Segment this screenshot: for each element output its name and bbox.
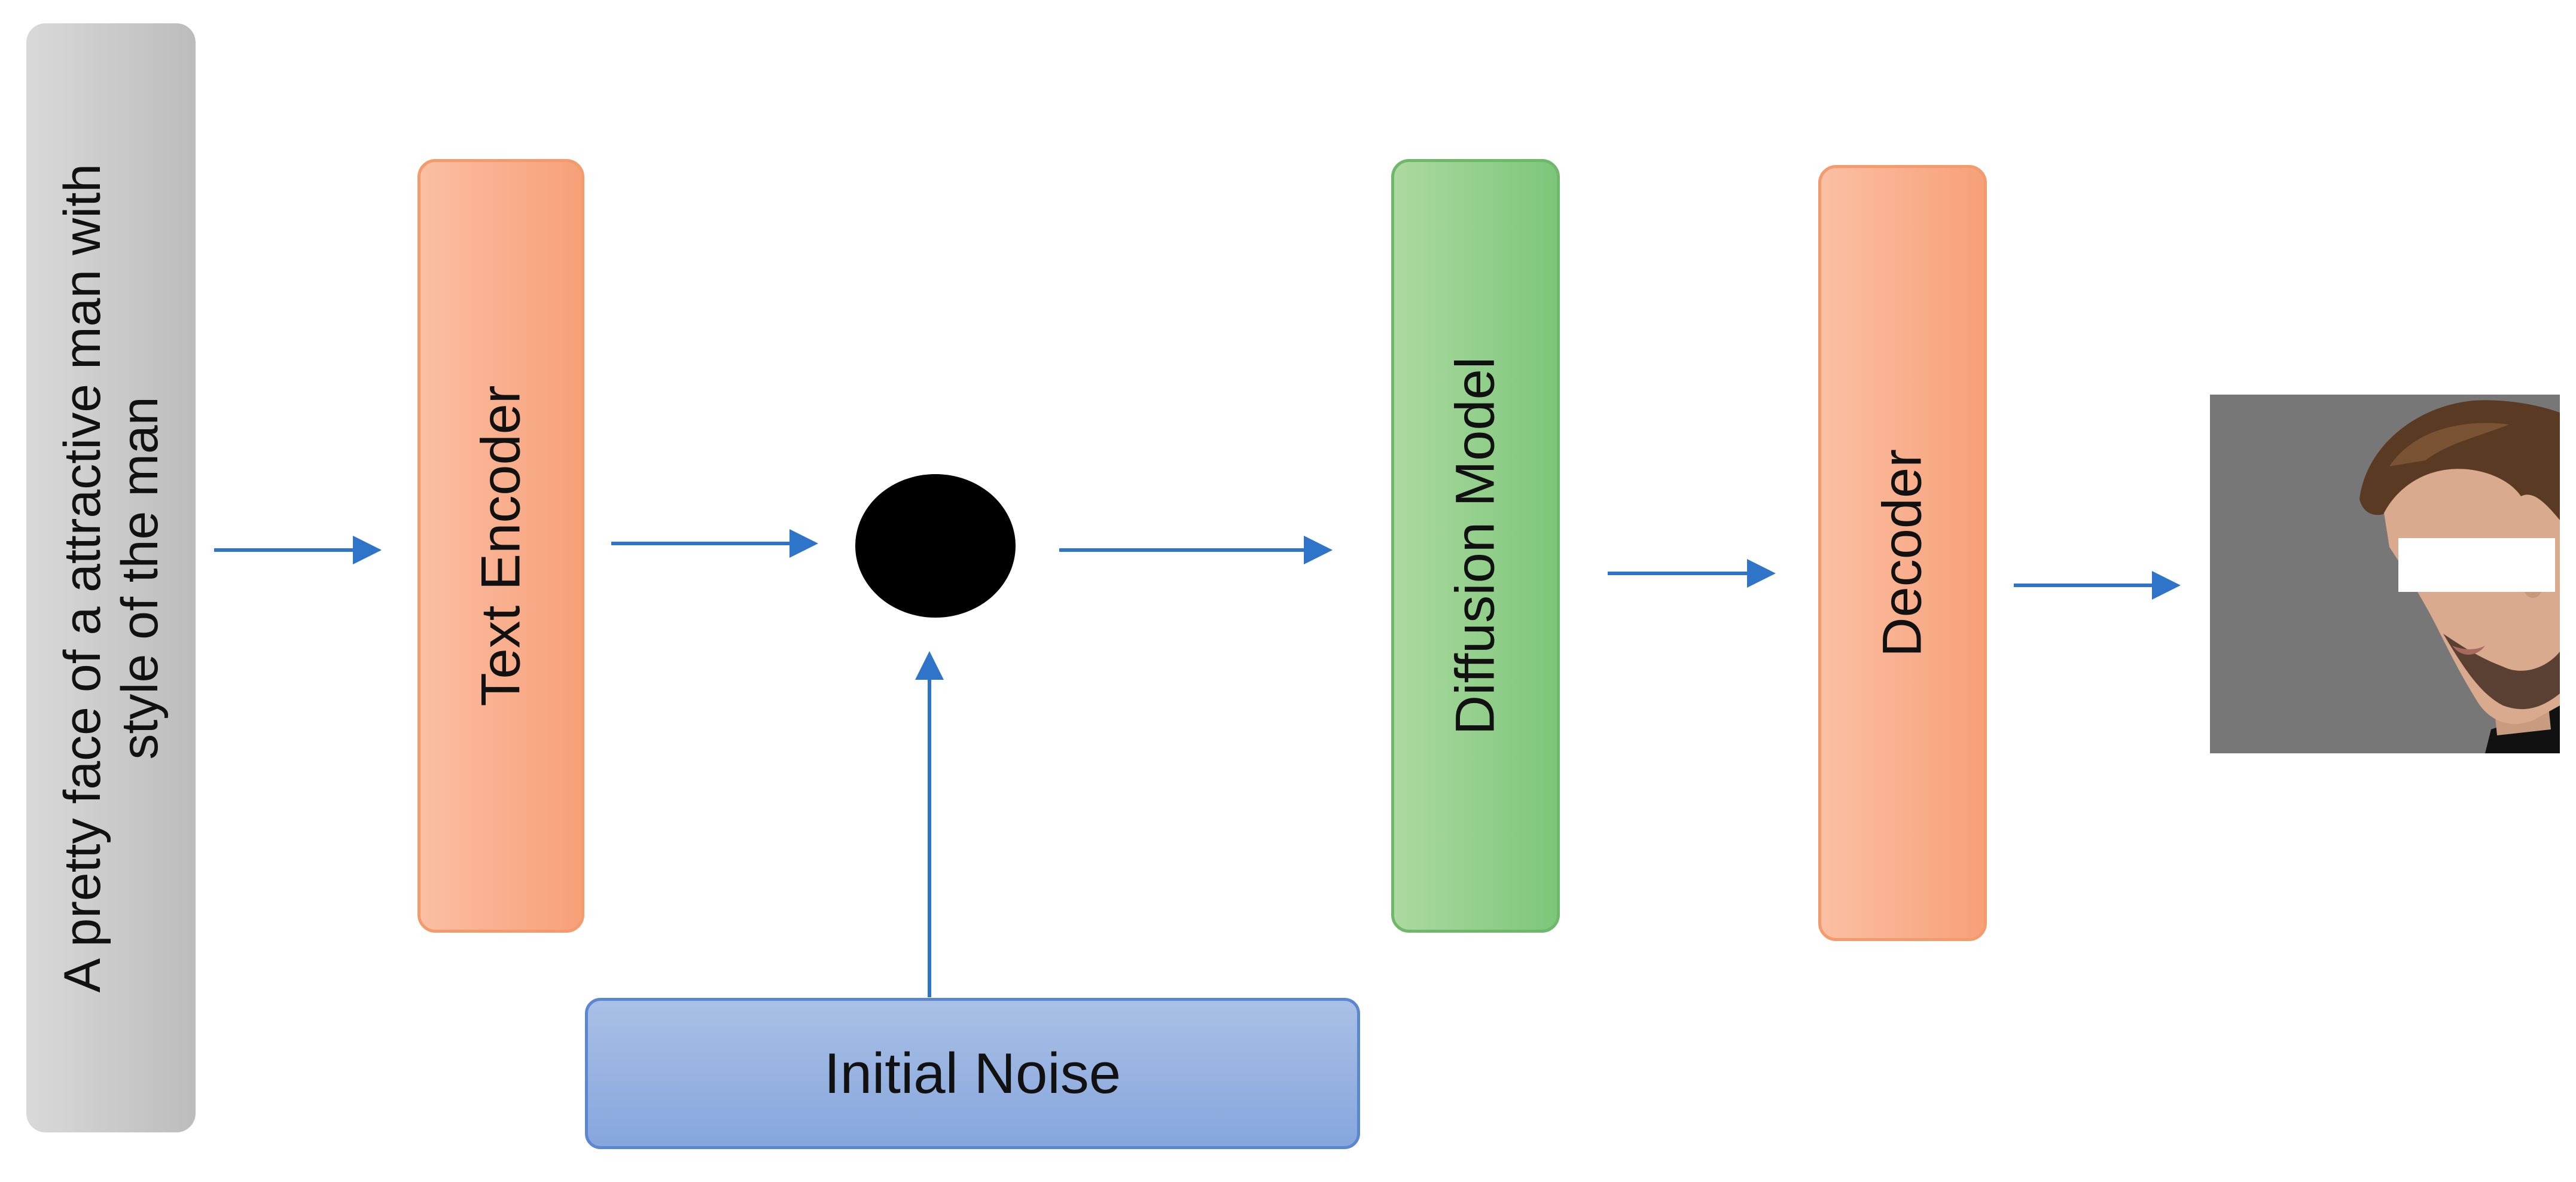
face-illustration — [2210, 395, 2560, 753]
combiner-node — [855, 474, 1016, 618]
output-face-image — [2210, 395, 2560, 753]
initial-noise-block: Initial Noise — [585, 998, 1360, 1149]
text-encoder-block: Text Encoder — [417, 159, 584, 933]
prompt-box: A pretty face of a attractive man with s… — [26, 23, 196, 1132]
diffusion-model-block: Diffusion Model — [1391, 159, 1560, 933]
initial-noise-label: Initial Noise — [824, 1041, 1121, 1105]
decoder-block: Decoder — [1818, 165, 1987, 941]
